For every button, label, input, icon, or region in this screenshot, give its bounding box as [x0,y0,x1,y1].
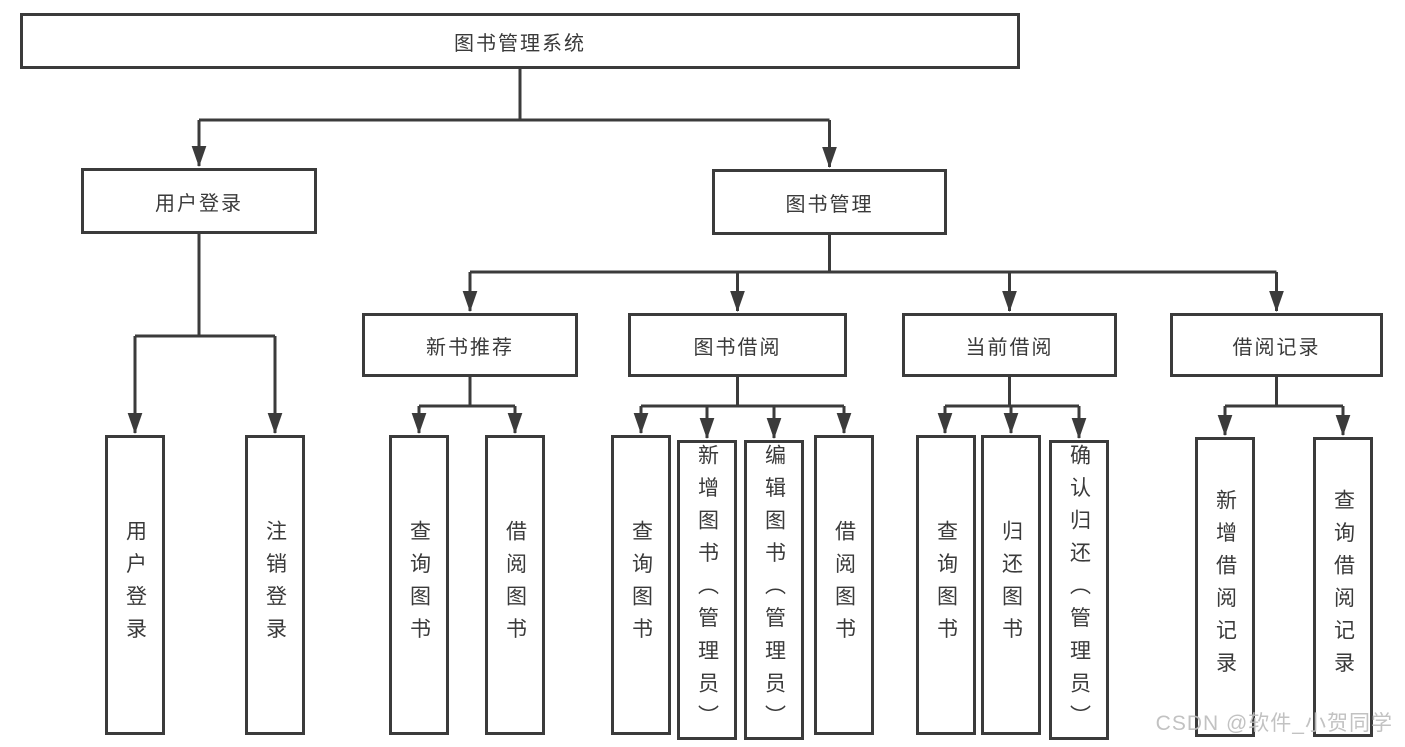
node-leaf-cb-confirm-return-label: 确认归还（管理员） [1067,443,1091,737]
node-leaf-bb-add-books-label: 新增图书（管理员） [695,443,719,737]
node-leaf-cb-return-books-label: 归还图书 [999,519,1023,651]
node-leaf-bb-edit-books-label: 编辑图书（管理员） [762,443,786,737]
node-root: 图书管理系统 [20,13,1020,69]
node-book-mgmt-label: 图书管理 [785,193,874,216]
watermark: CSDN @软件_小贺同学 [1155,712,1393,735]
node-leaf-user-login-label: 用户登录 [123,519,147,651]
node-leaf-cb-return-books: 归还图书 [981,435,1041,735]
node-new-book-rec: 新书推荐 [362,313,578,377]
node-user-login-label: 用户登录 [155,192,243,215]
node-leaf-br-add-record-label: 新增借阅记录 [1213,489,1237,685]
connector-borrow-records-to-leaves [1217,377,1351,437]
node-leaf-bb-edit-books: 编辑图书（管理员） [744,440,804,740]
node-book-borrow-label: 图书借阅 [693,336,782,359]
node-borrow-records-label: 借阅记录 [1232,336,1321,359]
node-borrow-records: 借阅记录 [1170,313,1383,377]
node-leaf-bb-query-books: 查询图书 [611,435,671,735]
node-leaf-br-add-record: 新增借阅记录 [1195,437,1255,737]
node-leaf-bb-borrow-books: 借阅图书 [814,435,874,735]
node-book-mgmt: 图书管理 [712,169,947,235]
node-leaf-bb-add-books: 新增图书（管理员） [677,440,737,740]
node-leaf-nbr-borrow-books: 借阅图书 [485,435,545,735]
node-new-book-rec-label: 新书推荐 [426,336,514,359]
node-leaf-cb-confirm-return: 确认归还（管理员） [1049,440,1109,740]
node-leaf-logout: 注销登录 [245,435,305,735]
node-user-login: 用户登录 [81,168,317,234]
node-current-borrow-label: 当前借阅 [965,336,1054,359]
node-leaf-br-query-record-label: 查询借阅记录 [1331,489,1355,685]
connector-user-login-to-leaves [127,234,283,435]
node-leaf-br-query-record: 查询借阅记录 [1313,437,1373,737]
node-leaf-cb-query-books-label: 查询图书 [934,519,958,651]
node-leaf-bb-query-books-label: 查询图书 [629,519,653,651]
node-leaf-nbr-borrow-books-label: 借阅图书 [503,519,527,651]
node-leaf-user-login: 用户登录 [105,435,165,735]
connector-root-to-level2 [191,69,837,169]
connector-book-mgmt-to-level3 [462,235,1284,313]
node-root-label: 图书管理系统 [454,32,586,55]
node-leaf-nbr-query-books-label: 查询图书 [407,519,431,651]
node-leaf-logout-label: 注销登录 [263,519,287,651]
node-book-borrow: 图书借阅 [628,313,847,377]
node-leaf-cb-query-books: 查询图书 [916,435,976,735]
connector-current-borrow-to-leaves [937,377,1087,440]
connector-book-borrow-to-leaves [633,377,852,440]
node-leaf-nbr-query-books: 查询图书 [389,435,449,735]
connector-new-book-rec-to-leaves [411,377,523,435]
node-current-borrow: 当前借阅 [902,313,1117,377]
node-leaf-bb-borrow-books-label: 借阅图书 [832,519,856,651]
